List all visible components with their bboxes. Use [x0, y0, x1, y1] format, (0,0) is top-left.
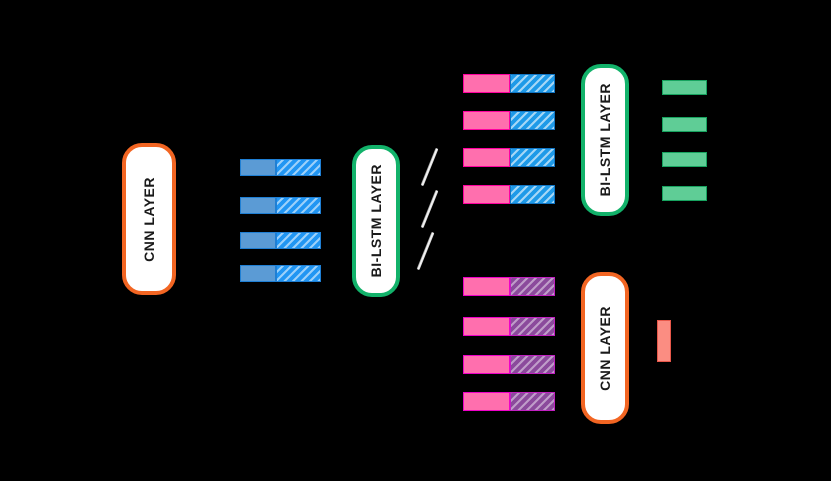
cnn-layer-box-left: CNN LAYER	[122, 143, 176, 295]
bilstm-layer-label-middle: BI-LSTM LAYER	[368, 164, 384, 278]
feature-bar	[463, 148, 555, 167]
feature-bar-segment-left	[240, 265, 276, 282]
feature-bar-segment-right	[510, 111, 555, 130]
feature-bar-segment-right	[276, 265, 321, 282]
feature-bar	[240, 159, 321, 176]
salmon-output-bar	[657, 320, 671, 362]
feature-bar-segment-left	[463, 148, 510, 167]
feature-bar-segment-right	[276, 159, 321, 176]
break-slash-1-icon	[420, 147, 439, 187]
feature-bar-segment-left	[463, 111, 510, 130]
feature-bar-segment-right	[510, 277, 555, 296]
feature-bar-segment-right	[510, 317, 555, 336]
feature-bar	[463, 317, 555, 336]
feature-bar	[463, 392, 555, 411]
feature-bar-segment-left	[463, 74, 510, 93]
green-output-bar	[662, 117, 707, 132]
feature-bar-segment-left	[240, 232, 276, 249]
feature-bar-segment-right	[510, 74, 555, 93]
break-slash-3-icon	[416, 231, 435, 271]
bilstm-layer-box-right: BI-LSTM LAYER	[581, 64, 629, 216]
feature-bar-segment-right	[276, 232, 321, 249]
feature-bar	[240, 197, 321, 214]
feature-bar-segment-right	[276, 197, 321, 214]
feature-bar-segment-left	[463, 185, 510, 204]
feature-bar-segment-right	[510, 355, 555, 374]
feature-bar-segment-left	[463, 277, 510, 296]
feature-bar-segment-right	[510, 185, 555, 204]
green-output-bar	[662, 152, 707, 167]
feature-bar	[463, 185, 555, 204]
feature-bar	[463, 74, 555, 93]
cnn-layer-box-right: CNN LAYER	[581, 272, 629, 424]
feature-bar	[240, 265, 321, 282]
cnn-layer-label-right: CNN LAYER	[597, 305, 613, 391]
feature-bar-segment-left	[463, 317, 510, 336]
feature-bar-segment-right	[510, 148, 555, 167]
break-slash-2-icon	[420, 189, 439, 229]
feature-bar-segment-right	[510, 392, 555, 411]
bilstm-layer-label-right: BI-LSTM LAYER	[597, 83, 613, 197]
bilstm-layer-box-middle: BI-LSTM LAYER	[352, 145, 400, 297]
feature-bar-segment-left	[240, 159, 276, 176]
feature-bar	[463, 111, 555, 130]
feature-bar-segment-left	[463, 355, 510, 374]
feature-bar	[463, 355, 555, 374]
feature-bar	[240, 232, 321, 249]
feature-bar-segment-left	[463, 392, 510, 411]
green-output-bar	[662, 186, 707, 201]
feature-bar	[463, 277, 555, 296]
feature-bar-segment-left	[240, 197, 276, 214]
green-output-bar	[662, 80, 707, 95]
cnn-layer-label-left: CNN LAYER	[141, 176, 157, 262]
